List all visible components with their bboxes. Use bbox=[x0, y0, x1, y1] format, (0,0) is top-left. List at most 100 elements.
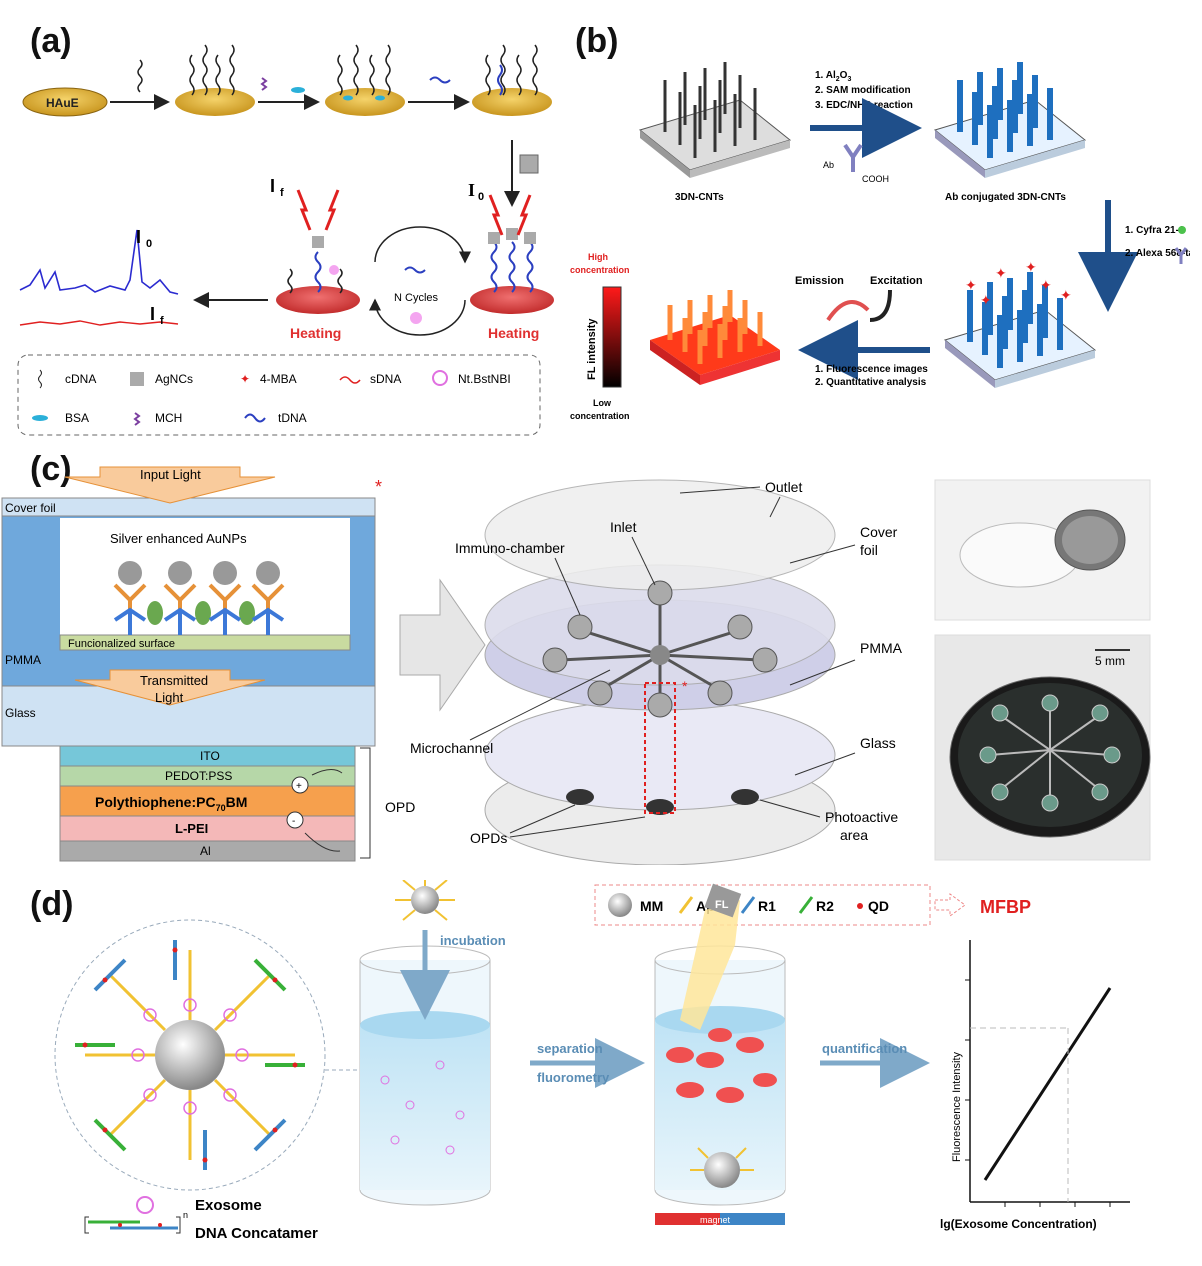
panel-c-diagram: Cover foil Funcionalized surface Silver … bbox=[1, 466, 1151, 865]
svg-text:area: area bbox=[840, 827, 868, 843]
svg-text:R1: R1 bbox=[758, 898, 776, 914]
svg-text:cDNA: cDNA bbox=[65, 372, 96, 386]
svg-text:FL: FL bbox=[715, 899, 729, 911]
svg-text:separation: separation bbox=[537, 1041, 603, 1056]
svg-text:Funcionalized surface: Funcionalized surface bbox=[68, 638, 175, 650]
svg-text:✦: ✦ bbox=[1060, 287, 1072, 303]
svg-text:BSA: BSA bbox=[65, 411, 89, 425]
svg-text:Low: Low bbox=[593, 398, 612, 408]
svg-text:Immuno-chamber: Immuno-chamber bbox=[455, 540, 565, 556]
svg-text:OPD: OPD bbox=[385, 799, 415, 815]
svg-text:-: - bbox=[292, 816, 295, 827]
calibration-line bbox=[983, 987, 1112, 1181]
ab-cnt-label: Ab conjugated 3DN-CNTs bbox=[945, 192, 1066, 203]
svg-text:R2: R2 bbox=[816, 898, 834, 914]
svg-text:1. Cyfra 21-1: 1. Cyfra 21-1 bbox=[1125, 225, 1185, 236]
svg-text:0: 0 bbox=[478, 191, 484, 203]
svg-text:5 mm: 5 mm bbox=[1095, 654, 1125, 668]
svg-text:MFBP: MFBP bbox=[980, 897, 1031, 917]
svg-text:tDNA: tDNA bbox=[278, 411, 307, 425]
svg-text:Light: Light bbox=[155, 690, 184, 705]
svg-text:ITO: ITO bbox=[200, 749, 220, 763]
svg-text:Nt.BstNBI: Nt.BstNBI bbox=[458, 372, 511, 386]
svg-text:4-MBA: 4-MBA bbox=[260, 372, 297, 386]
svg-text:Glass: Glass bbox=[860, 735, 896, 751]
svg-text:PEDOT:PSS: PEDOT:PSS bbox=[165, 769, 232, 783]
svg-text:lg(Exosome Concentration): lg(Exosome Concentration) bbox=[940, 1217, 1097, 1231]
svg-text:1. Fluorescence images: 1. Fluorescence images bbox=[815, 364, 928, 375]
svg-text:FL intensity: FL intensity bbox=[586, 318, 598, 380]
panel-b-label: (b) bbox=[575, 22, 619, 60]
svg-text:MM: MM bbox=[640, 898, 663, 914]
svg-text:f: f bbox=[280, 187, 284, 199]
svg-text:foil: foil bbox=[860, 542, 878, 558]
svg-text:✦: ✦ bbox=[965, 277, 977, 293]
svg-text:Microchannel: Microchannel bbox=[410, 740, 493, 756]
svg-text:Ab: Ab bbox=[823, 160, 834, 170]
fl-colorbar bbox=[602, 286, 622, 388]
panel-d-legend bbox=[594, 884, 931, 926]
svg-text:sDNA: sDNA bbox=[370, 372, 401, 386]
panel-b-diagram: 3DN-CNTs 1. Al2O3 2. SAM modification 3.… bbox=[570, 62, 1190, 421]
heating-label-right: Heating bbox=[488, 325, 539, 341]
svg-text:✦: ✦ bbox=[1040, 277, 1052, 293]
svg-text:Outlet: Outlet bbox=[765, 479, 802, 495]
cycles-label: N Cycles bbox=[394, 292, 439, 304]
svg-text:DNA Concatamer: DNA Concatamer bbox=[195, 1225, 318, 1242]
panel-d-diagram: MM Apt R1 R2 QD MFBP bbox=[54, 880, 1130, 1242]
heating-label-left: Heating bbox=[290, 325, 341, 341]
svg-text:f: f bbox=[160, 315, 164, 327]
svg-text:PMMA: PMMA bbox=[860, 640, 903, 656]
svg-text:✦: ✦ bbox=[1025, 259, 1037, 275]
svg-text:MCH: MCH bbox=[155, 411, 182, 425]
svg-text:COOH: COOH bbox=[862, 174, 889, 184]
svg-text:*: * bbox=[375, 477, 382, 497]
svg-text:concentration: concentration bbox=[570, 411, 630, 421]
svg-text:2. Quantitative analysis: 2. Quantitative analysis bbox=[815, 377, 927, 388]
svg-text:Input Light: Input Light bbox=[140, 467, 201, 482]
svg-text:2. Alexa 568-tagged Ab: 2. Alexa 568-tagged Ab bbox=[1125, 248, 1190, 259]
electrode-label: HAuE bbox=[46, 96, 79, 110]
svg-text:I: I bbox=[270, 176, 275, 196]
svg-text:fluorometry: fluorometry bbox=[537, 1070, 610, 1085]
svg-text:I: I bbox=[150, 304, 155, 324]
svg-text:Glass: Glass bbox=[5, 706, 36, 720]
svg-text:Photoactive: Photoactive bbox=[825, 809, 898, 825]
svg-text:I: I bbox=[468, 180, 475, 200]
svg-text:3. EDC/NHS reaction: 3. EDC/NHS reaction bbox=[815, 100, 913, 111]
hauе-electrode bbox=[22, 87, 108, 117]
panel-d-label: (d) bbox=[30, 885, 74, 923]
svg-text:2. SAM modification: 2. SAM modification bbox=[815, 85, 911, 96]
svg-text:Inlet: Inlet bbox=[610, 519, 637, 535]
panel-c-label: (c) bbox=[30, 450, 72, 488]
svg-text:Al: Al bbox=[200, 844, 211, 858]
svg-text:Emission: Emission bbox=[795, 275, 844, 287]
svg-text:OPDs: OPDs bbox=[470, 830, 507, 846]
svg-text:I: I bbox=[136, 227, 141, 247]
svg-text:concentration: concentration bbox=[570, 265, 630, 275]
svg-text:0: 0 bbox=[146, 238, 152, 250]
svg-text:L-PEI: L-PEI bbox=[175, 821, 208, 836]
svg-text:QD: QD bbox=[868, 898, 889, 914]
svg-text:High: High bbox=[588, 252, 608, 262]
panel-a-label: (a) bbox=[30, 22, 72, 60]
svg-text:1. Al2O3: 1. Al2O3 bbox=[815, 70, 851, 83]
svg-text:✦: ✦ bbox=[240, 372, 250, 386]
cnt-label: 3DN-CNTs bbox=[675, 192, 724, 203]
svg-text:✦: ✦ bbox=[980, 292, 992, 308]
svg-text:*: * bbox=[682, 678, 688, 694]
svg-text:+: + bbox=[296, 781, 302, 792]
svg-text:AgNCs: AgNCs bbox=[155, 372, 193, 386]
svg-text:Excitation: Excitation bbox=[870, 275, 923, 287]
magnet-label: magnet bbox=[700, 1215, 731, 1225]
svg-text:quantification: quantification bbox=[822, 1041, 907, 1056]
svg-text:PMMA: PMMA bbox=[5, 653, 41, 667]
svg-text:Exosome: Exosome bbox=[195, 1197, 262, 1214]
svg-text:Polythiophene:PC70BM: Polythiophene:PC70BM bbox=[95, 794, 247, 813]
svg-text:Cover foil: Cover foil bbox=[5, 501, 56, 515]
svg-text:incubation: incubation bbox=[440, 933, 506, 948]
svg-text:Fluorescence Intensity: Fluorescence Intensity bbox=[951, 1051, 963, 1162]
svg-text:Cover: Cover bbox=[860, 524, 898, 540]
svg-text:✦: ✦ bbox=[995, 265, 1007, 281]
panel-a-diagram: HAuE bbox=[17, 44, 554, 436]
